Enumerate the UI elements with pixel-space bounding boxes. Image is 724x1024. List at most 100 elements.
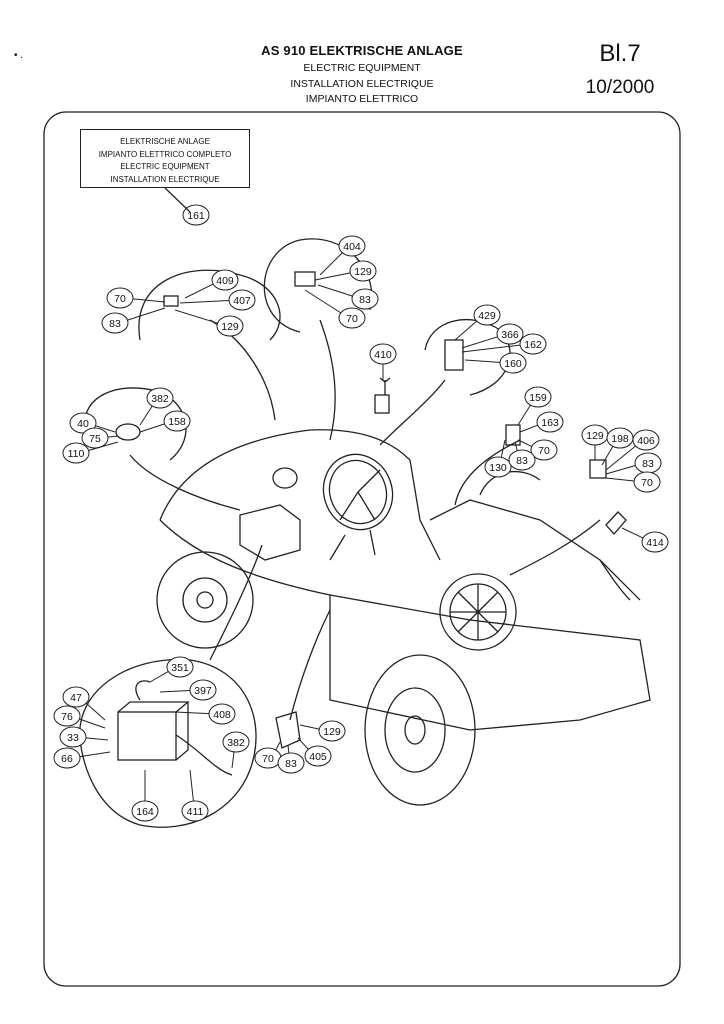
legend-line: ELECTRIC EQUIPMENT: [120, 162, 210, 171]
callout-label: 159: [529, 392, 547, 404]
battery-cable: [175, 734, 233, 776]
callout-leader: [454, 320, 478, 341]
callout-label: 404: [343, 241, 361, 253]
callout-83: 83: [101, 307, 166, 334]
callout-circle: [632, 429, 660, 451]
callout-leader: [139, 423, 165, 433]
callout-label: 414: [646, 537, 664, 549]
callout-leader: [297, 737, 309, 750]
callout-circle: [633, 471, 661, 493]
callout-leader: [231, 751, 235, 769]
callout-leader: [79, 718, 106, 729]
callout-circle: [499, 352, 527, 374]
lamp-414: [605, 511, 627, 535]
callout-leader: [461, 344, 521, 353]
callout-circle: [519, 333, 547, 355]
callout-leader: [275, 741, 281, 751]
roll-bar-side: [599, 559, 631, 601]
callout-159: 159: [517, 386, 552, 426]
callout-circle: [69, 412, 97, 434]
callout-label: 83: [109, 318, 121, 330]
callout-circle: [53, 705, 81, 727]
callout-label: 70: [641, 477, 653, 489]
callout-405: 405: [297, 737, 332, 767]
callout-129: 129: [314, 260, 377, 282]
callout-404: 404: [319, 235, 366, 276]
horn-382: [115, 423, 141, 441]
callout-circle: [338, 307, 366, 329]
callout-leader: [464, 359, 501, 363]
callout-label: 70: [114, 293, 126, 305]
callout-83: 83: [277, 744, 305, 774]
callout-leader: [500, 439, 506, 458]
callout-circle: [166, 656, 194, 678]
callout-leader: [149, 671, 169, 683]
rear-wheel-hub: [384, 687, 446, 773]
callout-407: 407: [179, 289, 256, 311]
callout-leader: [85, 702, 106, 721]
callout-label: 429: [478, 310, 496, 322]
callout-label: 162: [524, 339, 542, 351]
callout-circle: [163, 410, 191, 432]
callout-429: 429: [454, 304, 501, 341]
callout-label: 160: [504, 358, 522, 370]
callout-label: 83: [642, 458, 654, 470]
callout-40: 40: [69, 412, 116, 434]
svg-text:161: 161: [187, 210, 205, 222]
drawing-frame: [43, 111, 681, 987]
callout-circle: [208, 703, 236, 725]
callout-leader: [88, 441, 119, 451]
callout-label: 70: [346, 313, 358, 325]
callout-382: 382: [222, 731, 250, 769]
callout-circle: [484, 456, 512, 478]
relay: [294, 271, 316, 287]
callout-circle: [524, 386, 552, 408]
callout-circle: [536, 411, 564, 433]
body-side: [159, 519, 331, 596]
callout-label: 47: [70, 692, 82, 704]
pointer-arrow: [379, 379, 446, 446]
callout-label: 40: [77, 418, 89, 430]
callout-label: 405: [309, 751, 327, 763]
callout-circle: [530, 439, 558, 461]
callout-circle: [473, 304, 501, 326]
callout-leader: [317, 284, 353, 297]
callout-leader: [85, 737, 109, 741]
callout-circle: [146, 387, 174, 409]
callout-leader: [287, 744, 290, 754]
callout-76: 76: [53, 705, 106, 729]
callout-leader: [519, 424, 538, 433]
callout-162: 162: [461, 333, 547, 355]
callout-label: 83: [359, 294, 371, 306]
pointer-arrow: [509, 519, 601, 576]
callout-409: 409: [184, 269, 239, 299]
callout-leader: [184, 283, 214, 299]
callout-label: 351: [171, 662, 189, 674]
callout-161: 161: [182, 204, 210, 226]
callout-70: 70: [106, 287, 166, 309]
callout-164: 164: [131, 770, 159, 822]
callout-label: 409: [216, 275, 234, 287]
steering-wheel-inner: [328, 459, 388, 525]
callout-leader: [319, 252, 343, 276]
leader-line: [164, 187, 191, 213]
callout-47: 47: [62, 686, 106, 721]
callout-label: 382: [151, 393, 169, 405]
callout-leader: [139, 405, 153, 426]
callout-408: 408: [174, 703, 236, 725]
pointer-arrow: [319, 319, 336, 441]
callout-leader: [159, 689, 191, 693]
scan-marks: • .: [14, 50, 24, 61]
callout-397: 397: [159, 679, 217, 701]
callout-leader: [304, 289, 342, 314]
pointer-arrow: [209, 319, 276, 421]
callout-leader: [314, 272, 351, 281]
callout-leader: [174, 711, 210, 715]
sheet-code: Bl.7: [599, 40, 641, 67]
callout-label: 33: [67, 732, 79, 744]
detail-bubble: [138, 269, 281, 341]
callout-label: 66: [61, 753, 73, 765]
callout-70: 70: [605, 471, 661, 493]
callout-label: 164: [136, 806, 154, 818]
